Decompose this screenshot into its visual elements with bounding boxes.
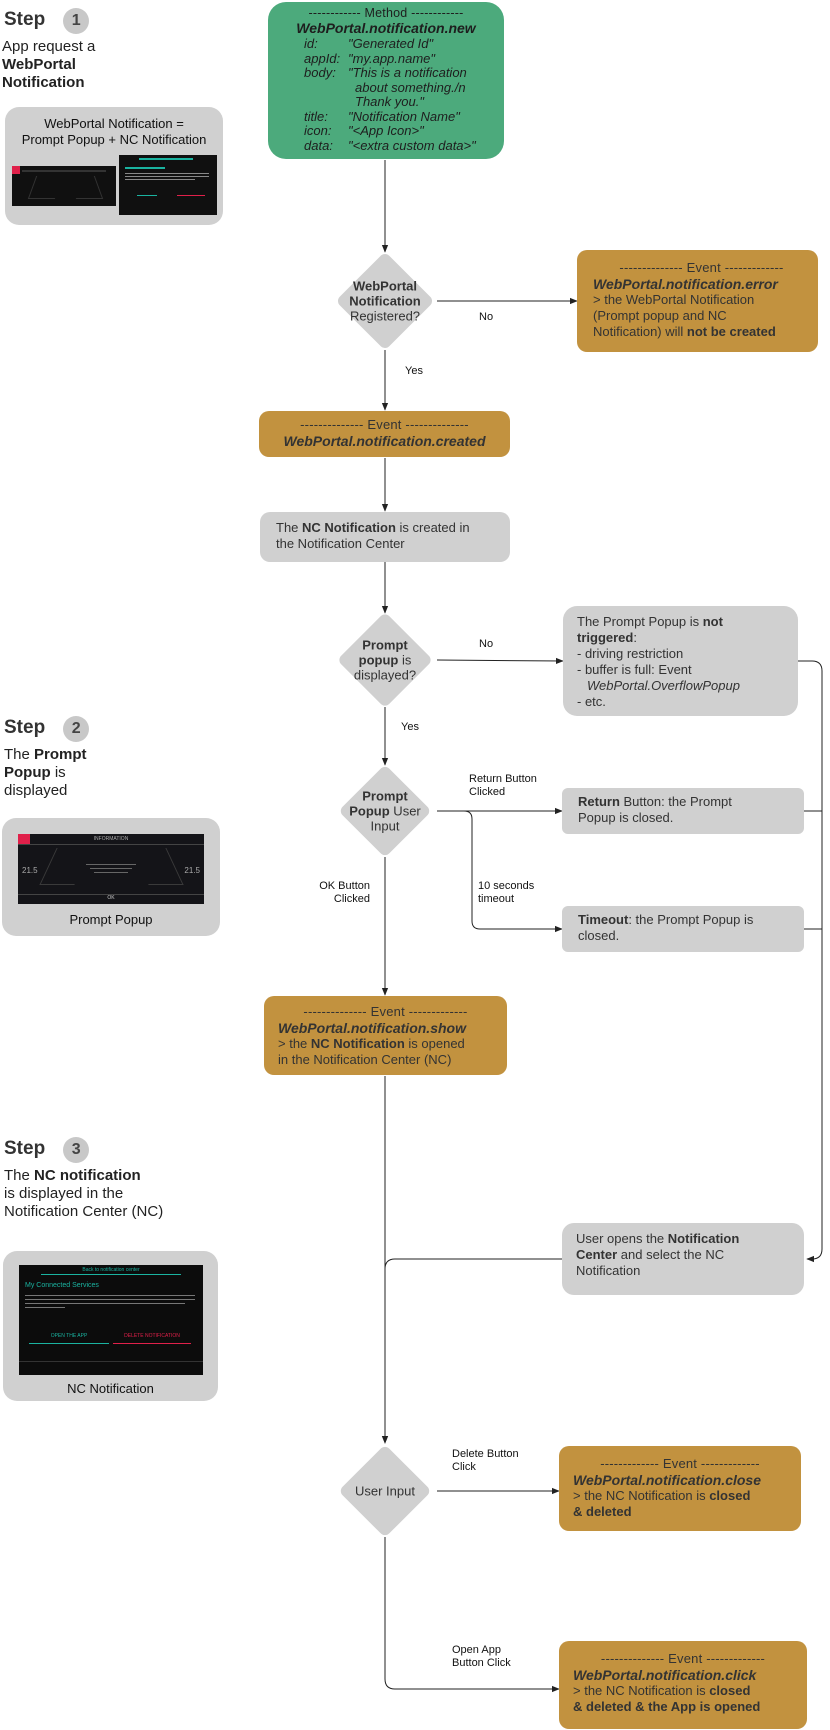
edge-prompt-no [436,657,564,665]
step-3-card-caption: NC Notification [67,1381,154,1396]
edge-input-timeout [437,810,563,933]
label-yes-prompt: Yes [401,721,419,733]
step-1-card: WebPortal Notification = Prompt Popup + … [5,107,223,225]
event-error: -------------- Event ------------- WebPo… [577,250,818,352]
method-fields: id:"Generated Id" appId:"my.app.name" bo… [304,36,476,153]
step-1-badge: 1 [63,8,90,34]
step-3-word: Step [4,1138,46,1160]
event-created: -------------- Event -------------- WebP… [259,411,510,457]
label-no-registered: No [479,311,494,323]
step-2-word: Step [4,717,46,739]
edge-userinput-open [384,1537,560,1693]
step-1-nc-thumbnail [119,155,217,215]
step-3-desc-line2: is displayed in the [4,1185,124,1202]
decision-nc-user-input: User Input [333,1444,437,1538]
event-click: -------------- Event ------------- WebPo… [559,1641,807,1729]
step-3-desc-line1: The NC notification [4,1167,141,1184]
step-2-label: Step 2 The Prompt Popup is displayed [4,716,244,800]
process-return: Return Button: the Prompt Popup is close… [562,788,804,834]
decision-popup-user-input: Prompt Popup User Input [333,764,437,858]
step-1-desc-line1: App request a [2,38,96,55]
process-not-triggered: The Prompt Popup is not triggered: - dri… [563,606,798,716]
step-2-card-caption: Prompt Popup [69,912,153,927]
step-3-nc-screen: Back to notification center My Connected… [19,1265,203,1375]
step-2-card: INFORMATION 21.5 21.5 OK Prompt Popup [2,818,220,936]
method-node: ------------ Method ------------ WebPort… [268,2,504,159]
step-3-card: Back to notification center My Connected… [3,1251,218,1401]
event-show: -------------- Event ------------- WebPo… [264,996,507,1075]
step-2-badge: 2 [63,716,90,742]
step-1-label: Step 1 App request a WebPortal Notificati… [2,8,244,92]
decision-prompt-displayed: Prompt popup is displayed? [333,611,437,709]
step-3-badge: 3 [63,1137,90,1163]
step-1-card-caption-line2: Prompt Popup + NC Notification [21,132,207,147]
edge-right-bus [798,660,823,1263]
method-name: WebPortal.notification.new [296,20,476,36]
step-2-desc-line1: The Prompt [4,746,87,763]
event-close: ------------- Event ------------- WebPor… [559,1446,801,1531]
edge-user-opens-to-flow [381,1258,562,1444]
step-1-popup-thumbnail [12,166,116,206]
step-3-label: Step 3 The NC notification is displayed i… [4,1137,244,1221]
step-1-card-caption-line1: WebPortal Notification = [44,116,184,131]
step-2-desc-line2: Popup is [4,764,66,781]
step-1-desc-line2: WebPortal [2,56,76,73]
process-user-opens-nc: User opens the Notification Center and s… [562,1223,804,1295]
step-1-word: Step [4,9,46,31]
step-3-desc-line3: Notification Center (NC) [4,1203,164,1220]
step-2-desc-line3: displayed [4,782,68,799]
step-2-popup-screen: INFORMATION 21.5 21.5 OK [18,834,204,904]
decision-registered: WebPortal Notification Registered? [333,251,437,351]
label-no-prompt: No [479,638,494,650]
process-timeout: Timeout: the Prompt Popup is closed. [562,906,804,952]
process-nc-created: The NC Notification is created in the No… [260,512,510,562]
label-yes-registered: Yes [405,365,423,377]
method-header: ------------ Method ------------ [308,6,464,20]
step-1-desc-line3: Notification [2,74,85,91]
